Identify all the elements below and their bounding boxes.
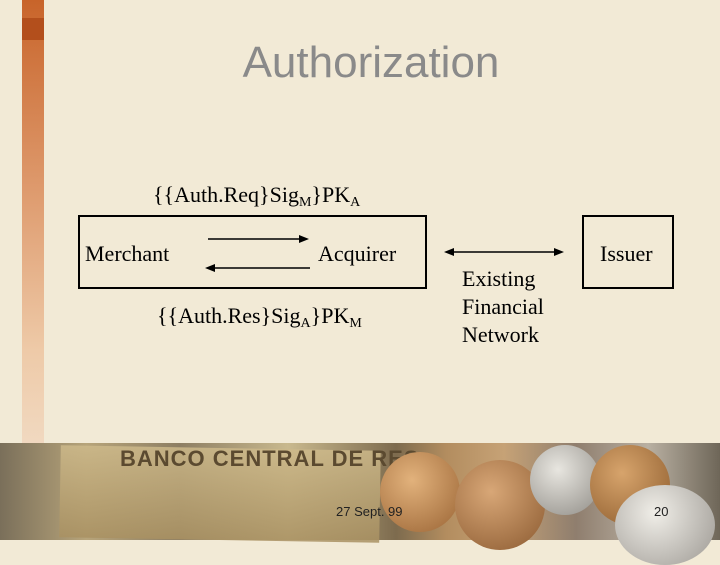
response-arrow (205, 264, 310, 272)
coin-image (380, 452, 460, 532)
request-message-sub-sig: M (298, 195, 312, 210)
diagram-arrows (205, 235, 564, 272)
response-message-sub-sig: A (300, 316, 311, 331)
network-arrow (444, 248, 564, 256)
issuer-label: Issuer (600, 241, 653, 266)
response-message-main: {{Auth.Res}Sig (157, 303, 301, 328)
merchant-label: Merchant (85, 241, 170, 266)
page-number: 20 (654, 504, 669, 519)
acquirer-label: Acquirer (318, 241, 397, 266)
footer-date: 27 Sept. 99 (336, 504, 403, 519)
request-message-sub-pk: A (350, 195, 361, 210)
coin-image (530, 445, 600, 515)
sidebar-accent-square (22, 18, 44, 40)
response-message-mid: }PK (310, 303, 350, 328)
request-message-mid: }PK (311, 182, 351, 207)
network-label-line-1: Existing (462, 266, 536, 291)
response-message-label: {{Auth.Res}SigA}PKM (157, 303, 362, 332)
network-label-line-2: Financial (462, 294, 544, 319)
request-arrow (208, 235, 309, 243)
slide-title: Authorization (242, 38, 500, 87)
network-label: Existing Financial Network (462, 265, 544, 349)
request-message-main: {{Auth.Req}Sig (153, 182, 299, 207)
issuer-box (582, 215, 674, 289)
response-message-sub-pk: M (349, 316, 362, 331)
sidebar-accent-bar (22, 0, 44, 540)
request-message-label: {{Auth.Req}SigM}PKA (153, 182, 360, 211)
coin-image (615, 485, 715, 565)
merchant-acquirer-box (78, 215, 427, 289)
network-label-line-3: Network (462, 322, 539, 347)
banknote-lettering: BANCO CENTRAL DE RES (120, 446, 420, 471)
